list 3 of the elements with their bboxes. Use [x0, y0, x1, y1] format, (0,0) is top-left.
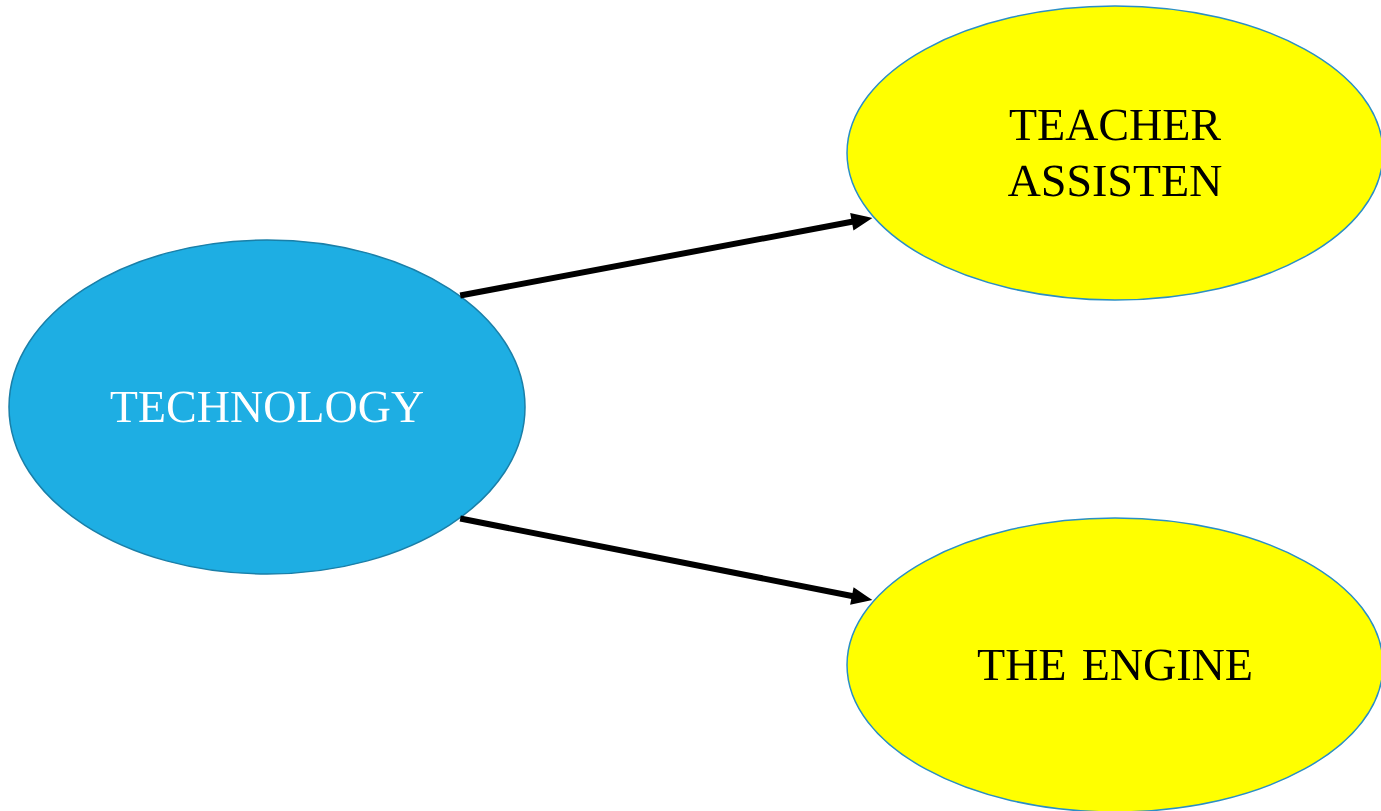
ellipse-node: THE ENGINE [846, 517, 1381, 811]
ellipse-node: TEACHER ASSISTEN [846, 5, 1381, 301]
ellipse-node: TECHNOLOGY [8, 239, 526, 575]
